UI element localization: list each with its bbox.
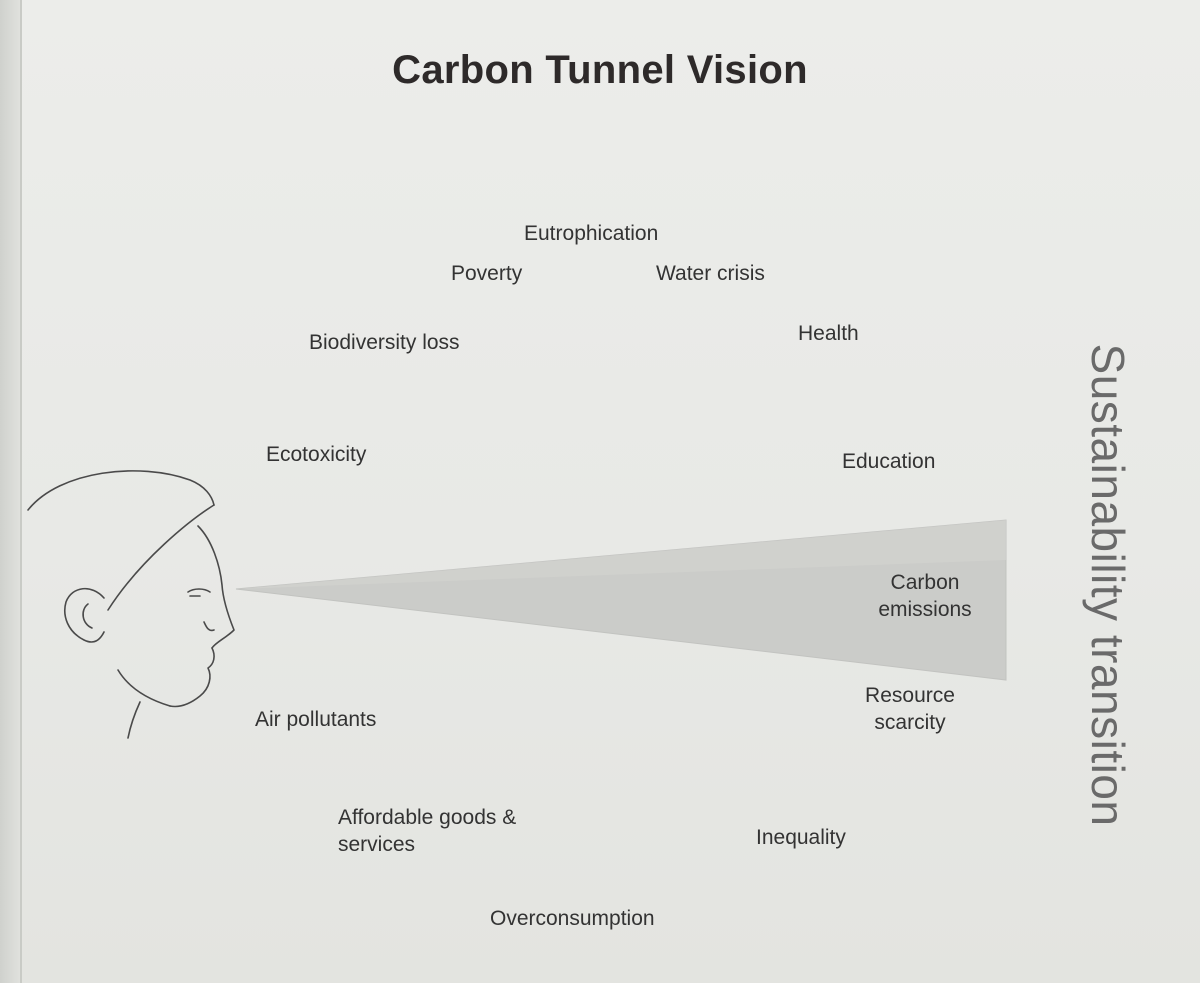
screen-edge-line bbox=[20, 0, 22, 983]
issue-water-crisis: Water crisis bbox=[656, 262, 765, 285]
issue-poverty: Poverty bbox=[451, 262, 523, 285]
issue-health: Health bbox=[798, 322, 859, 345]
issue-biodiversity-loss: Biodiversity loss bbox=[309, 331, 460, 354]
issue-education: Education bbox=[842, 450, 936, 473]
issue-overconsumption: Overconsumption bbox=[490, 907, 655, 930]
issue-eutrophication: Eutrophication bbox=[524, 222, 659, 245]
diagram-title: Carbon Tunnel Vision bbox=[392, 48, 808, 92]
issue-affordable-goods-services: Affordable goods & services bbox=[338, 806, 517, 856]
face-profile-icon bbox=[27, 470, 235, 739]
vision-tunnel-highlight bbox=[236, 520, 1006, 589]
screen-edge bbox=[0, 0, 22, 983]
issue-resource-scarcity: Resource scarcity bbox=[865, 684, 955, 734]
focus-carbon-emissions: Carbon emissions bbox=[878, 571, 972, 621]
issue-ecotoxicity: Ecotoxicity bbox=[266, 443, 367, 466]
issue-inequality: Inequality bbox=[756, 826, 846, 849]
issue-air-pollutants: Air pollutants bbox=[255, 708, 377, 731]
side-label-sustainability-transition: Sustainability transition bbox=[1082, 343, 1134, 827]
